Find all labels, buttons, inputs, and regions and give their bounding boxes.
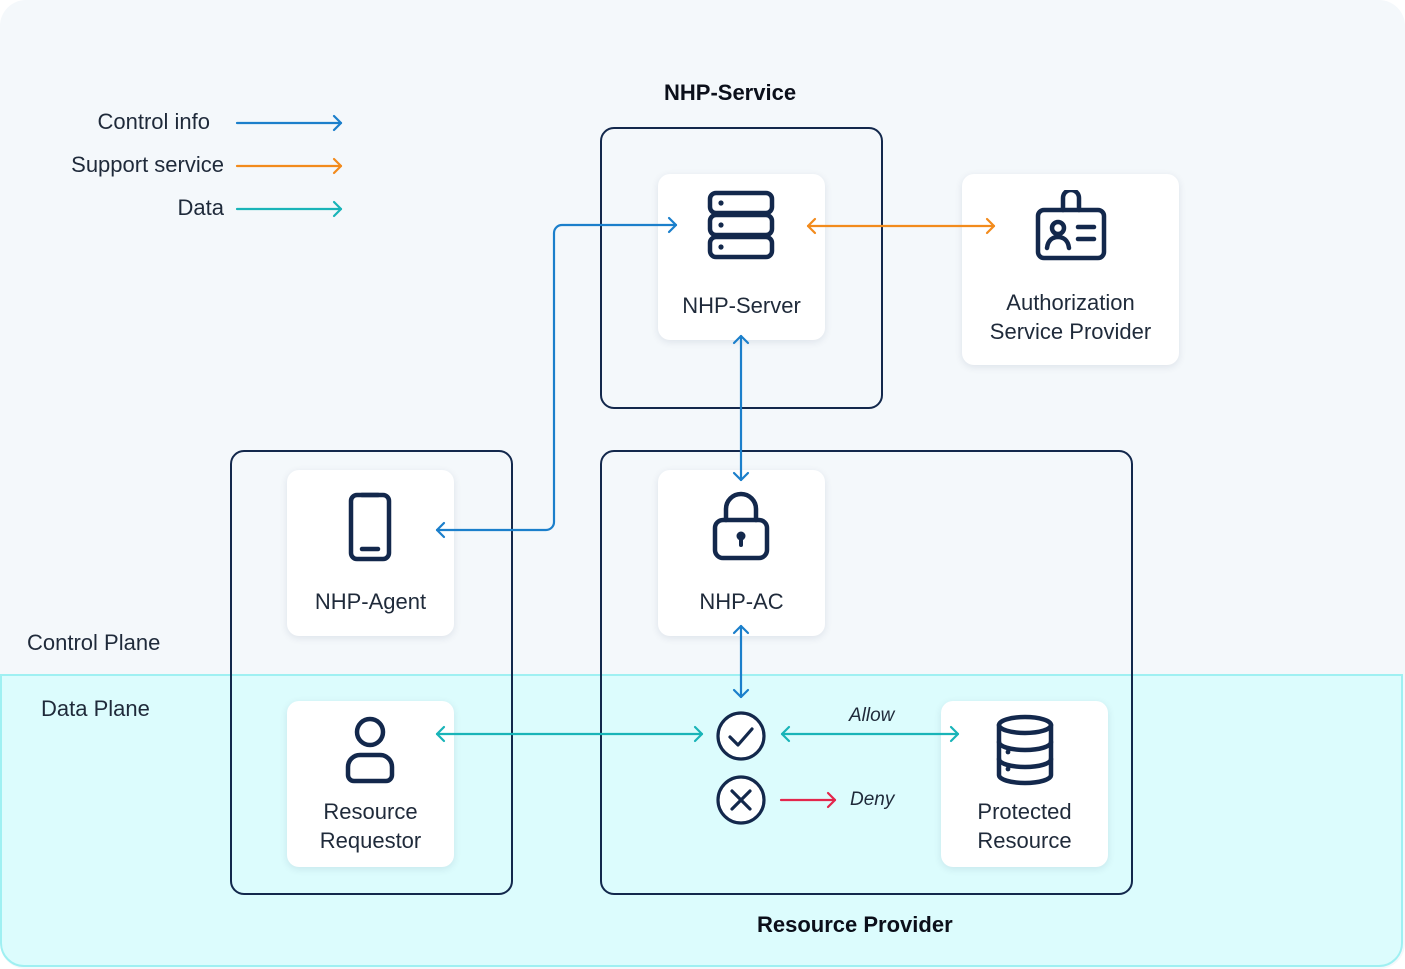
- requestor-side-frame: [230, 450, 513, 895]
- deny-label: Deny: [850, 789, 895, 810]
- legend-support-arrow: [235, 157, 343, 175]
- data-plane-label: Data Plane: [41, 696, 150, 721]
- data-plane-region: [0, 674, 1403, 967]
- check-circle-icon: [716, 711, 766, 761]
- legend-control-label: Control info: [97, 109, 210, 134]
- server-ac-connector: [732, 334, 750, 482]
- legend-support-label: Support service: [71, 152, 224, 177]
- auth-provider-label: Authorization Service Provider: [989, 290, 1152, 344]
- protected-resource-node[interactable]: Protected Resource: [941, 701, 1108, 867]
- legend-data-label: Data: [177, 195, 224, 220]
- auth-provider-node[interactable]: Authorization Service Provider: [962, 174, 1179, 365]
- allow-label: Allow: [849, 705, 895, 726]
- nhp-agent-node[interactable]: NHP-Agent: [287, 470, 454, 636]
- server-icon: [707, 190, 775, 260]
- requestor-check-connector: [435, 725, 704, 743]
- server-auth-connector: [806, 217, 996, 235]
- nhp-ac-label: NHP-AC: [699, 589, 784, 614]
- x-circle-icon: [716, 775, 766, 825]
- deny-connector: [779, 791, 837, 809]
- legend-control-arrow: [235, 114, 343, 132]
- id-badge-icon: [1035, 190, 1107, 261]
- ac-check-connector: [732, 624, 750, 699]
- nhp-ac-node[interactable]: NHP-AC: [658, 470, 825, 636]
- user-icon: [345, 716, 395, 784]
- nhp-server-label: NHP-Server: [682, 293, 801, 318]
- database-icon: [996, 714, 1054, 786]
- requestor-node[interactable]: Resource Requestor: [287, 701, 454, 867]
- lock-icon: [712, 491, 770, 561]
- control-plane-label: Control Plane: [27, 630, 161, 655]
- nhp-agent-label: NHP-Agent: [314, 589, 427, 614]
- allow-connector: [780, 725, 960, 743]
- legend-data-arrow: [235, 200, 343, 218]
- protected-resource-label: Protected Resource: [977, 799, 1072, 853]
- agent-server-connector: [435, 216, 678, 539]
- resource-provider-title: Resource Provider: [757, 912, 953, 937]
- requestor-label: Resource Requestor: [319, 799, 422, 853]
- nhp-server-node[interactable]: NHP-Server: [658, 174, 825, 340]
- resource-provider-frame: [600, 450, 1133, 895]
- smartphone-icon: [348, 492, 392, 562]
- nhp-service-title: NHP-Service: [664, 80, 797, 105]
